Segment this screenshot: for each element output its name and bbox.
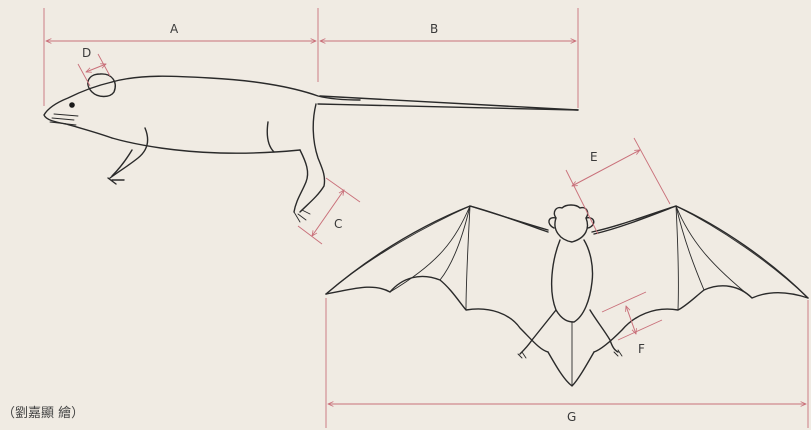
mouse-drawing [44,74,578,222]
illustrator-credit: （劉嘉顯 繪） [2,405,84,421]
dimension-d [86,64,106,72]
label-g: G [567,410,576,424]
dimension-lines [44,8,808,428]
label-d: D [82,46,91,60]
mouse-eye [69,102,75,108]
label-b: B [430,22,438,36]
label-c: C [334,217,342,231]
dimension-f [626,306,636,334]
dimension-e [572,150,640,186]
label-a: A [170,22,179,36]
label-e: E [590,150,598,164]
bat-drawing [326,205,808,386]
label-f: F [638,342,645,356]
